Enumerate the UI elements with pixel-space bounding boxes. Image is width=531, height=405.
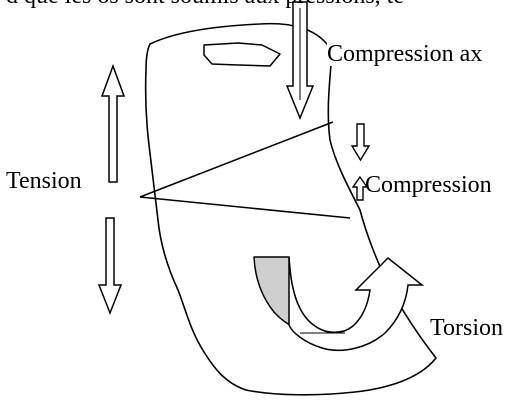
stress-line-lower: [140, 197, 350, 218]
tension-arrow-up: [102, 66, 124, 182]
label-axial-compression: Compression ax: [327, 42, 492, 66]
torsion-arrow: [289, 257, 422, 350]
header-text: d que les os sont soumis aux pressions, …: [6, 0, 404, 8]
label-torsion: Torsion: [430, 316, 503, 340]
label-compression: Compression: [365, 173, 492, 197]
compression-arrow-down: [352, 124, 369, 160]
tension-arrow-down: [99, 218, 121, 313]
stress-line-upper: [140, 122, 333, 197]
label-tension: Tension: [6, 169, 82, 193]
bone-notch: [204, 43, 280, 66]
bone-outline: [146, 24, 436, 395]
